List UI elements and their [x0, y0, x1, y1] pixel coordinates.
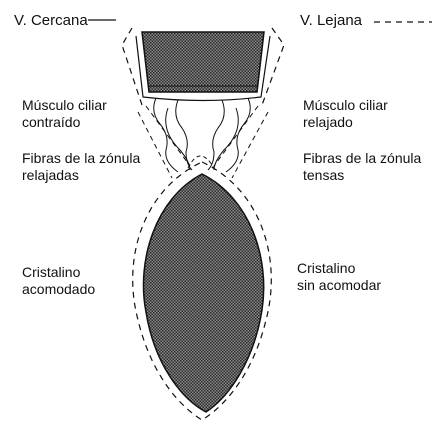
lens-top-arc — [188, 156, 214, 168]
left-lens-line1: Cristalino — [22, 264, 95, 281]
left-lens-line2: acomodado — [22, 281, 95, 298]
right-lens-line2: sin acomodar — [297, 277, 381, 294]
right-ciliary-muscle-label: Músculo ciliar relajado — [303, 97, 388, 131]
right-lens-line1: Cristalino — [297, 260, 381, 277]
right-fibers-line2: tensas — [303, 167, 421, 184]
right-lens-label: Cristalino sin acomodar — [297, 260, 381, 294]
zonule-fiber — [208, 100, 224, 170]
near-vision-legend-label: V. Cercana — [14, 12, 88, 29]
zonule-fibers — [154, 98, 251, 172]
right-zonule-label: Fibras de la zónula tensas — [303, 150, 421, 184]
zonule-fiber — [226, 98, 250, 172]
right-fibers-line1: Fibras de la zónula — [303, 150, 421, 167]
zonule-fiber — [176, 100, 192, 170]
left-lens-label: Cristalino acomodado — [22, 264, 95, 298]
right-muscle-line2: relajado — [303, 114, 388, 131]
ciliary-muscle — [142, 32, 264, 92]
tense-fiber — [214, 106, 258, 166]
accommodated-lens — [143, 174, 263, 412]
zonule-fiber — [154, 98, 178, 172]
tense-fiber — [146, 106, 190, 166]
far-vision-legend-label: V. Lejana — [300, 12, 362, 29]
left-fibers-line2: relajadas — [22, 167, 140, 184]
left-muscle-line1: Músculo ciliar — [22, 97, 107, 114]
left-zonule-label: Fibras de la zónula relajadas — [22, 150, 140, 184]
left-muscle-line2: contraído — [22, 114, 107, 131]
left-ciliary-muscle-label: Músculo ciliar contraído — [22, 97, 107, 131]
left-fibers-line1: Fibras de la zónula — [22, 150, 140, 167]
right-muscle-line1: Músculo ciliar — [303, 97, 388, 114]
